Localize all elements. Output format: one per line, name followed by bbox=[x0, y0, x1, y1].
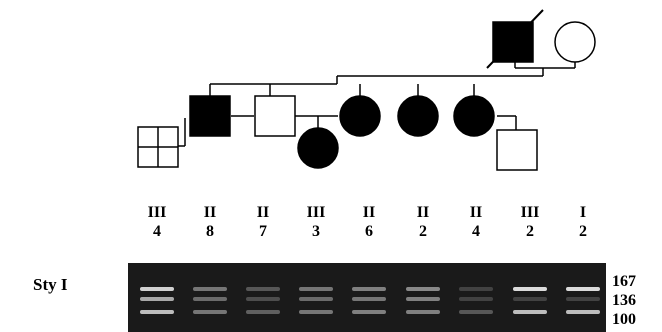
lane-number: 7 bbox=[259, 223, 267, 240]
lane-label: II 6 bbox=[363, 204, 375, 240]
gen2-male-unaffected bbox=[254, 95, 296, 137]
lane-generation: II bbox=[417, 204, 429, 221]
gen3-female-affected bbox=[297, 127, 339, 169]
gel-band bbox=[513, 287, 547, 291]
gel-background bbox=[128, 263, 606, 332]
lane-number: 2 bbox=[526, 223, 534, 240]
gen3-male-unaffected bbox=[496, 129, 538, 171]
gen1-female-unaffected bbox=[554, 21, 596, 63]
gel-band bbox=[406, 287, 440, 291]
gel-band bbox=[459, 310, 493, 314]
gel-band bbox=[193, 310, 227, 314]
lane-generation: III bbox=[521, 204, 540, 221]
lane-generation: II bbox=[257, 204, 269, 221]
deceased-slash bbox=[486, 9, 544, 69]
gel-band bbox=[193, 287, 227, 291]
lane-number: 3 bbox=[312, 223, 320, 240]
gel-band bbox=[140, 297, 174, 301]
gel-band bbox=[193, 297, 227, 301]
gel-band bbox=[140, 287, 174, 291]
lane-generation: II bbox=[204, 204, 216, 221]
lane-generation: I bbox=[580, 204, 586, 221]
gen2-female-affected-1 bbox=[339, 95, 381, 137]
lane-generation: II bbox=[363, 204, 375, 221]
gel-band bbox=[352, 310, 386, 314]
gel-band bbox=[513, 297, 547, 301]
lane-label: II 8 bbox=[204, 204, 216, 240]
gel-band bbox=[406, 310, 440, 314]
gen2-female-affected-2 bbox=[397, 95, 439, 137]
lane-generation: III bbox=[148, 204, 167, 221]
size-marker-136: 136 bbox=[612, 292, 636, 309]
gel-band bbox=[459, 287, 493, 291]
gel-band bbox=[566, 310, 600, 314]
lane-number: 4 bbox=[153, 223, 161, 240]
lane-number: 8 bbox=[206, 223, 214, 240]
lane-label: II 2 bbox=[417, 204, 429, 240]
gel bbox=[128, 263, 606, 332]
lane-label: II 7 bbox=[257, 204, 269, 240]
lane-number: 2 bbox=[579, 223, 587, 240]
lane-generation: III bbox=[307, 204, 326, 221]
size-marker-100: 100 bbox=[612, 311, 636, 328]
lane-label: III 4 bbox=[148, 204, 167, 240]
gel-band bbox=[566, 287, 600, 291]
gel-band bbox=[513, 310, 547, 314]
lane-label: II 4 bbox=[470, 204, 482, 240]
enzyme-label: Sty I bbox=[33, 275, 68, 294]
gen2-male-affected bbox=[189, 95, 231, 137]
gel-band bbox=[352, 297, 386, 301]
lane-label: III 2 bbox=[521, 204, 540, 240]
lane-label: III 3 bbox=[307, 204, 326, 240]
lane-number: 4 bbox=[472, 223, 480, 240]
gel-bands bbox=[140, 287, 600, 314]
gel-band bbox=[299, 310, 333, 314]
gen2-female-affected-3 bbox=[453, 95, 495, 137]
lane-generation: II bbox=[470, 204, 482, 221]
lane-label: I2 bbox=[579, 204, 587, 240]
gel-band bbox=[299, 297, 333, 301]
gel-band bbox=[459, 297, 493, 301]
gel-band bbox=[299, 287, 333, 291]
gel-band bbox=[246, 287, 280, 291]
gel-band bbox=[406, 297, 440, 301]
pedigree-symbols bbox=[137, 9, 596, 171]
gel-band bbox=[246, 297, 280, 301]
gel-band bbox=[140, 310, 174, 314]
lane-number: 2 bbox=[419, 223, 427, 240]
pedigree-lines bbox=[172, 62, 576, 147]
gel-band bbox=[566, 297, 600, 301]
gel-band bbox=[352, 287, 386, 291]
lane-number: 6 bbox=[365, 223, 373, 240]
size-marker-167: 167 bbox=[612, 273, 636, 290]
gel-band bbox=[246, 310, 280, 314]
